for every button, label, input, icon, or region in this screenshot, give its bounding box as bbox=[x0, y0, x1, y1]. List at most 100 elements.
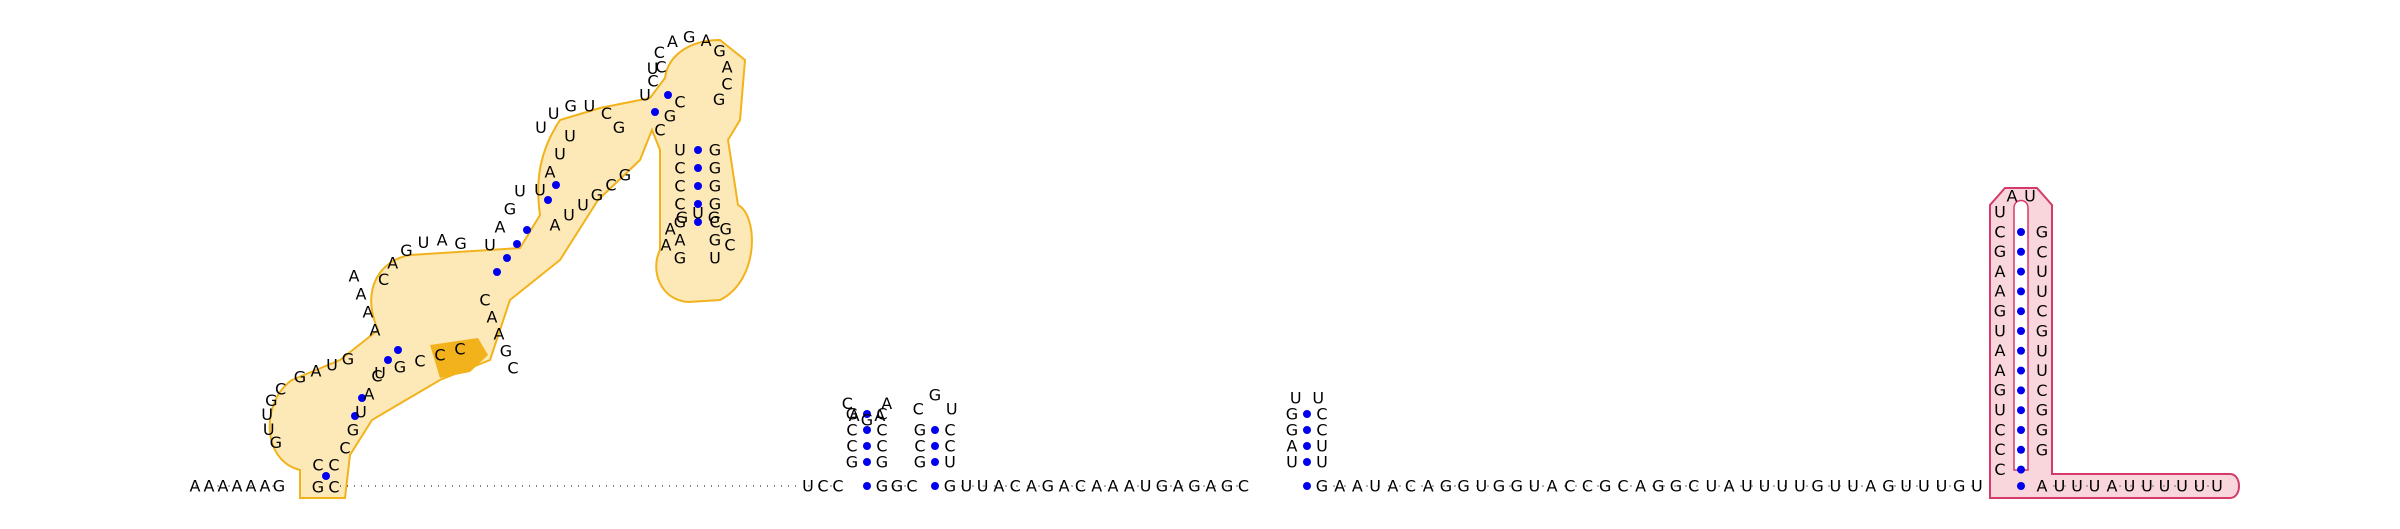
nucleotide-m3-149: A bbox=[1108, 477, 1119, 496]
nucleotide-m4-163: C bbox=[1405, 477, 1416, 496]
nucleotide-oap-76: G bbox=[713, 42, 725, 61]
base-pair-dot bbox=[2017, 267, 2025, 276]
nucleotide-oh2r-33: C bbox=[454, 340, 465, 359]
nucleotide-ol1-15: C bbox=[275, 379, 286, 398]
nucleotide-m4-175: C bbox=[1617, 477, 1628, 496]
nucleotide-oh3r-44: C bbox=[479, 291, 490, 310]
nucleotide-m4-178: G bbox=[1670, 477, 1682, 496]
nucleotide-pl-206: U bbox=[1994, 401, 2006, 420]
nucleotide-right-226: U bbox=[2071, 477, 2083, 496]
nucleotide-m4-188: U bbox=[1847, 477, 1859, 496]
nucleotide-oap-77: A bbox=[722, 57, 733, 76]
nucleotide-oh2l-25: A bbox=[370, 321, 381, 340]
nucleotide-ol1-13: U bbox=[261, 405, 273, 424]
nucleotide-oh3r-47: G bbox=[500, 342, 512, 361]
nucleotide-olt-60: U bbox=[548, 104, 560, 123]
base-pair-dot bbox=[863, 410, 871, 418]
nucleotide-ol1t-18: U bbox=[326, 356, 338, 375]
base-pair-dot bbox=[1303, 410, 1311, 418]
base-pair-dot bbox=[694, 182, 702, 190]
nucleotide-m4-158: G bbox=[1316, 477, 1328, 496]
nucleotide-ol1-14: G bbox=[265, 391, 277, 410]
base-pair-dot bbox=[2017, 465, 2025, 474]
nucleotide-pl-196: U bbox=[1994, 203, 2006, 222]
nucleotide-pl-199: A bbox=[1995, 262, 2006, 281]
nucleotide-hblp-122: U bbox=[946, 400, 958, 419]
nucleotide-ohl-80: U bbox=[674, 141, 686, 160]
nucleotide-ohr-91: C bbox=[709, 213, 720, 232]
nucleotide-m4-176: A bbox=[1635, 477, 1646, 496]
nucleotide-pr-220: G bbox=[2036, 421, 2048, 440]
nucleotide-right-233: U bbox=[2194, 477, 2206, 496]
nucleotide-m4-193: U bbox=[1936, 477, 1948, 496]
nucleotide-halp-113: A bbox=[881, 394, 892, 413]
nucleotide-pr-214: C bbox=[2036, 302, 2047, 321]
base-pair-dot bbox=[931, 482, 939, 490]
nucleotide-har-107: C bbox=[876, 421, 887, 440]
nucleotide-pr-213: U bbox=[2036, 282, 2048, 301]
nucleotide-m3-148: A bbox=[1091, 477, 1102, 496]
base-pair-dot bbox=[2017, 346, 2025, 355]
nucleotide-ohp-97: U bbox=[692, 204, 704, 223]
nucleotide-olt-64: G bbox=[613, 118, 625, 137]
nucleotide-m4-174: G bbox=[1599, 477, 1611, 496]
base-pair-dot bbox=[503, 254, 511, 262]
nucleotide-left-4: A bbox=[246, 477, 257, 496]
nucleotide-plp-222: A bbox=[2007, 187, 2018, 206]
nucleotide-m4-164: A bbox=[1423, 477, 1434, 496]
nucleotide-oap-79: G bbox=[713, 90, 725, 109]
nucleotide-m4-159: A bbox=[1334, 477, 1345, 496]
base-pair-dot bbox=[863, 482, 871, 490]
base-pair-dot bbox=[358, 394, 366, 402]
highlight-orange-accent bbox=[430, 338, 488, 378]
nucleotide-oh1-21: G bbox=[347, 421, 359, 440]
nucleotide-oh1r-10: C bbox=[328, 478, 339, 497]
nucleotide-hbr-117: U bbox=[944, 453, 956, 472]
nucleotide-ohp-98: G bbox=[708, 208, 720, 227]
nucleotide-m4-172: C bbox=[1564, 477, 1575, 496]
nucleotide-m4-190: G bbox=[1882, 477, 1894, 496]
nucleotide-m1-133: U bbox=[802, 477, 814, 496]
base-pair-dot bbox=[2017, 366, 2025, 375]
base-pair-dot bbox=[931, 442, 939, 450]
nucleotide-halp-110: A bbox=[849, 406, 860, 425]
base-pair-dot bbox=[863, 442, 871, 450]
nucleotide-oh3l-40: U bbox=[484, 236, 496, 255]
nucleotide-oh2r-29: U bbox=[374, 364, 386, 383]
nucleotide-m3-150: A bbox=[1124, 477, 1135, 496]
nucleotide-oh2r-31: C bbox=[414, 352, 425, 371]
nucleotide-m4-165: G bbox=[1440, 477, 1452, 496]
nucleotide-oh4r-56: G bbox=[591, 186, 603, 205]
nucleotide-m4-186: G bbox=[1811, 477, 1823, 496]
nucleotide-pl-200: A bbox=[1995, 282, 2006, 301]
nucleotide-oh4r-55: U bbox=[577, 196, 589, 215]
nucleotide-oh3r-48: C bbox=[507, 359, 518, 378]
nucleotide-oh4r-53: A bbox=[550, 216, 561, 235]
nucleotide-pl-204: A bbox=[1995, 361, 2006, 380]
nucleotide-left-1: A bbox=[204, 477, 215, 496]
nucleotide-oh3l-41: A bbox=[495, 218, 506, 237]
nucleotide-oh5r-70: C bbox=[674, 93, 685, 112]
base-pair-dot bbox=[931, 458, 939, 466]
nucleotide-hbl-115: C bbox=[914, 437, 925, 456]
nucleotide-pr-219: G bbox=[2036, 401, 2048, 420]
nucleotide-ohp-99: G bbox=[720, 220, 732, 239]
nucleotide-hal-104: G bbox=[846, 405, 858, 424]
base-pair-dot bbox=[2017, 426, 2025, 434]
nucleotide-m3-139: G bbox=[944, 477, 956, 496]
nucleotide-m4-169: G bbox=[1510, 477, 1522, 496]
nucleotide-m3-144: A bbox=[1026, 477, 1037, 496]
base-pair-dot bbox=[2017, 406, 2025, 415]
nucleotide-m4-187: U bbox=[1829, 477, 1841, 496]
nucleotide-pl-197: C bbox=[1994, 222, 2005, 241]
nucleotide-m4-184: U bbox=[1776, 477, 1788, 496]
nucleotide-oh4l-51: U bbox=[554, 145, 566, 164]
nucleotide-right-227: U bbox=[2089, 477, 2101, 496]
nucleotide-pr-221: G bbox=[2036, 440, 2048, 459]
nucleotide-oh4l-52: U bbox=[564, 127, 576, 146]
nucleotide-ol1t-17: A bbox=[311, 362, 322, 381]
nucleotide-hblp-121: G bbox=[929, 386, 941, 405]
nucleotide-pl-198: G bbox=[1994, 242, 2006, 261]
nucleotide-hcl-125: G bbox=[1286, 421, 1298, 440]
nucleotide-left-2: A bbox=[218, 477, 229, 496]
